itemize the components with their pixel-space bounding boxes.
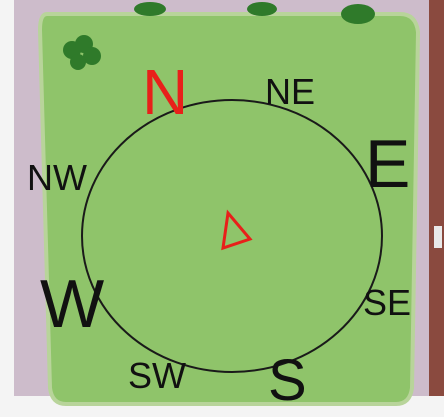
- tree-icon: [341, 4, 375, 24]
- grass-field: [40, 14, 418, 404]
- tree-icon: [134, 2, 166, 16]
- tree-icon: [247, 2, 277, 16]
- compass-label-southeast: SE: [363, 285, 411, 321]
- compass-label-south: S: [268, 352, 307, 410]
- compass-label-north: N: [142, 60, 188, 124]
- compass-label-east: E: [365, 130, 410, 198]
- compass-label-northwest: NW: [27, 160, 87, 196]
- compass-label-northeast: NE: [265, 74, 315, 110]
- compass-label-southwest: SW: [128, 358, 186, 394]
- compass-label-west: W: [40, 270, 104, 338]
